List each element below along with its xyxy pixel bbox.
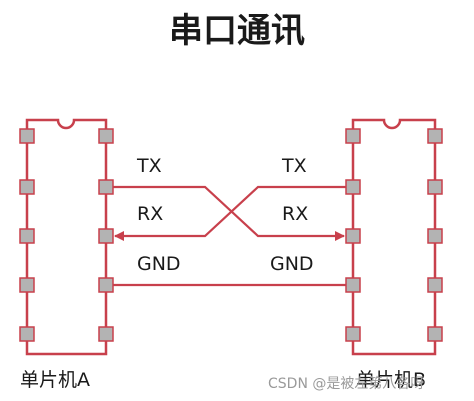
- chip-a-pin: [98, 128, 114, 144]
- chip-a-pin-gnd: [98, 277, 114, 293]
- wire-tx-b-to-rx-a: [114, 185, 346, 241]
- chip-b-pin: [427, 326, 443, 342]
- chip-a-pin: [19, 326, 35, 342]
- chip-b-label: 单片机B: [356, 369, 426, 391]
- chip-b-pin: [345, 326, 361, 342]
- label-tx-right: TX: [281, 155, 307, 177]
- chip-a-pin: [19, 128, 35, 144]
- chip-b-pin: [427, 277, 443, 293]
- chip-b-pin-rx: [345, 228, 361, 244]
- chip-a-pin: [19, 179, 35, 195]
- chip-a-pin-rx: [98, 228, 114, 244]
- chip-b-pin: [427, 128, 443, 144]
- label-rx-left: RX: [137, 203, 163, 225]
- chip-a-pin: [19, 277, 35, 293]
- watermark: CSDN @是被左第八各呀: [268, 375, 424, 392]
- label-gnd-left: GND: [137, 253, 181, 275]
- chip-b-pin: [427, 179, 443, 195]
- chip-b-pin-tx: [345, 179, 361, 195]
- chip-a-pin: [98, 326, 114, 342]
- chip-b-pin: [345, 128, 361, 144]
- label-tx-left: TX: [136, 155, 162, 177]
- label-gnd-right: GND: [270, 253, 314, 275]
- chip-b-pin: [427, 228, 443, 244]
- chip-b-body: [351, 118, 437, 356]
- chip-a-body: [25, 118, 108, 356]
- diagram-title: 串口通讯: [169, 11, 305, 51]
- chip-a: 单片机A: [19, 118, 114, 391]
- chip-b-pin-gnd: [345, 277, 361, 293]
- chip-b: 单片机B: [345, 118, 443, 391]
- chip-a-pin: [19, 228, 35, 244]
- chip-a-label: 单片机A: [20, 369, 90, 391]
- chip-a-pin-tx: [98, 179, 114, 195]
- label-rx-right: RX: [282, 203, 308, 225]
